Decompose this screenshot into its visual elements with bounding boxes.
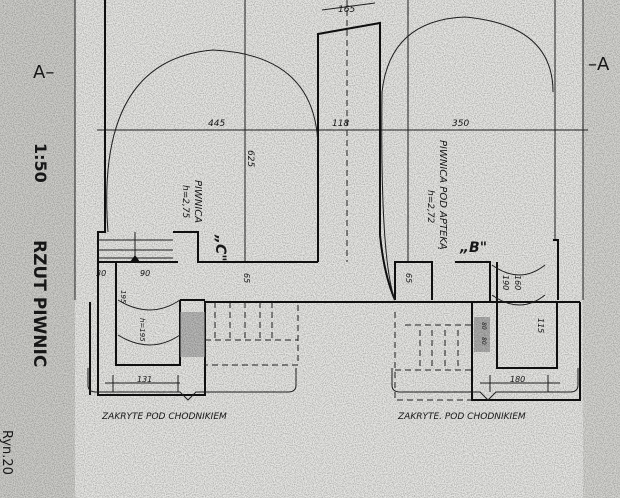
floor-plan-drawing: A– –A 1:50 RZUT PIWNIC Ryn.20 165 445 11… [0, 0, 620, 498]
floor-plan-sheet: A– –A 1:50 RZUT PIWNIC Ryn.20 165 445 11… [0, 0, 620, 498]
scan-grain-overlay [0, 0, 620, 498]
